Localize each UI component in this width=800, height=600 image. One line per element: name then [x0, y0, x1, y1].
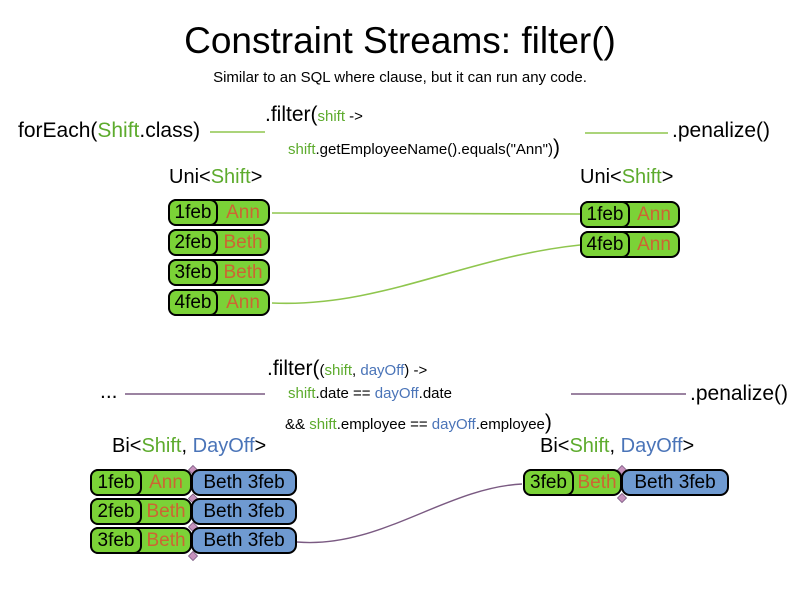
uni-shift-label-left: Uni<Shift>: [169, 166, 263, 188]
filter1-line2: shift.getEmployeeName().equals("Ann")): [288, 136, 560, 160]
penalize2-code: .penalize(): [690, 382, 789, 405]
uni-shift-table-left: 1feb Ann 2feb Beth 3feb Beth 4feb Ann: [168, 199, 270, 316]
bi-table-right: 3feb Beth Beth 3feb: [523, 469, 729, 496]
slide-title: Constraint Streams: filter(): [184, 20, 616, 61]
shift-date: 1feb: [90, 469, 142, 496]
shift-employee: Ann: [226, 201, 260, 223]
shift-row: 3feb Beth: [168, 259, 270, 286]
dayoff-box: Beth 3feb: [621, 469, 729, 496]
shift-employee: Beth: [146, 500, 186, 522]
shift-row: 1feb Ann: [580, 201, 680, 228]
shift-employee: Beth: [577, 471, 617, 493]
shift-box: 2feb Beth: [90, 498, 192, 525]
connector-bi-curve: [296, 483, 523, 544]
bi-row: 2feb Beth Beth 3feb: [90, 498, 297, 525]
dayoff-box: Beth 3feb: [191, 527, 297, 554]
connector-1feb-line: [271, 212, 581, 215]
bi-row: 3feb Beth Beth 3feb: [523, 469, 729, 496]
shift-row: 1feb Ann: [168, 199, 270, 226]
connector-4feb-curve: [271, 244, 581, 305]
filter2-line3: && shift.employee == dayOff.employee): [285, 410, 552, 434]
slide-subtitle: Similar to an SQL where clause, but it c…: [213, 69, 587, 86]
shift-employee: Beth: [146, 529, 186, 551]
shift-date: 2feb: [90, 498, 142, 525]
filter2-line1: .filter((shift, dayOff) ->: [267, 357, 428, 380]
shift-box: 1feb Ann: [90, 469, 192, 496]
shift-date: 4feb: [168, 289, 218, 316]
bi-label-right: Bi<Shift, DayOff>: [540, 435, 695, 457]
shift-date: 1feb: [168, 199, 218, 226]
shift-date: 2feb: [168, 229, 218, 256]
shift-date: 1feb: [580, 201, 630, 228]
shift-date: 3feb: [168, 259, 218, 286]
shift-employee: Ann: [637, 233, 671, 255]
shift-employee: Beth: [223, 231, 263, 253]
shift-row: 2feb Beth: [168, 229, 270, 256]
filter1-code: .filter(shift -> shift.getEmployeeName()…: [265, 103, 560, 161]
shift-date: 3feb: [523, 469, 574, 496]
shift-employee: Beth: [223, 261, 263, 283]
shift-date: 3feb: [90, 527, 142, 554]
dayoff-box: Beth 3feb: [191, 498, 297, 525]
shift-employee: Ann: [226, 291, 260, 313]
bi-row: 1feb Ann Beth 3feb: [90, 469, 297, 496]
dayoff-box: Beth 3feb: [191, 469, 297, 496]
penalize1-code: .penalize(): [672, 119, 771, 142]
shift-employee: Ann: [637, 203, 671, 225]
shift-date: 4feb: [580, 231, 630, 258]
foreach-code: forEach(Shift.class): [18, 119, 201, 142]
uni-shift-label-right: Uni<Shift>: [580, 166, 674, 188]
shift-box: 3feb Beth: [90, 527, 192, 554]
bi-label-left: Bi<Shift, DayOff>: [112, 435, 267, 457]
uni-shift-table-right: 1feb Ann 4feb Ann: [580, 201, 680, 258]
shift-row: 4feb Ann: [168, 289, 270, 316]
ellipsis: ...: [100, 380, 118, 403]
shift-row: 4feb Ann: [580, 231, 680, 258]
filter2-line2: shift.date == dayOff.date: [288, 385, 453, 403]
shift-employee: Ann: [149, 471, 183, 493]
shift-box: 3feb Beth: [523, 469, 622, 496]
bi-table-left: 1feb Ann Beth 3feb 2feb Beth Beth 3feb 3…: [90, 469, 297, 554]
bi-row: 3feb Beth Beth 3feb: [90, 527, 297, 554]
filter1-line1: .filter(shift ->: [265, 103, 363, 126]
filter2-code: .filter((shift, dayOff) -> shift.date ==…: [267, 357, 552, 436]
